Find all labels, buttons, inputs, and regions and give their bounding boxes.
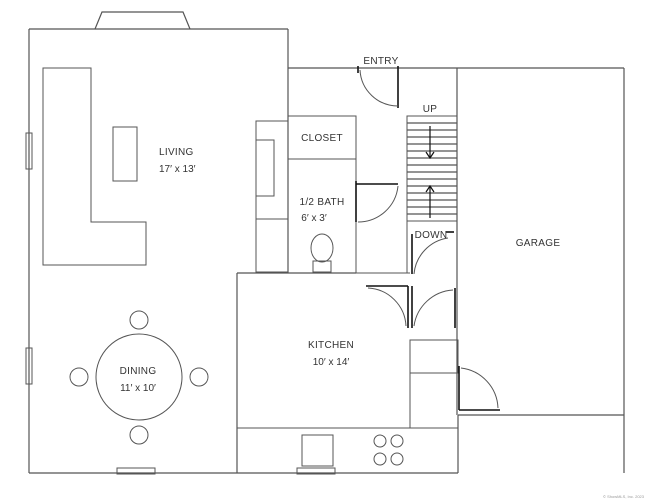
wall-cabinet [255, 120, 289, 273]
sectional-sofa [42, 67, 147, 266]
closet [287, 115, 357, 160]
dining-label: DINING [120, 366, 157, 377]
kitchen-walls [236, 272, 459, 473]
fireplace [94, 11, 191, 30]
living-label: LIVING [159, 147, 194, 158]
stairs-up-label: UP [423, 104, 438, 115]
staircase [406, 115, 458, 273]
stairs-down-label: DOWN [415, 230, 448, 241]
toilet-icon [310, 233, 334, 263]
sink-icon [301, 434, 334, 467]
outer-walls [28, 28, 625, 474]
half-bath-label: 1/2 BATH [299, 197, 344, 208]
dining-table [69, 310, 209, 445]
windows [25, 132, 336, 475]
entry-label: ENTRY [363, 56, 398, 67]
closet-label: CLOSET [301, 133, 343, 144]
doors [355, 66, 500, 411]
dining-dims: 11′ x 10′ [120, 383, 156, 394]
stove-icon [373, 434, 404, 466]
garage-label: GARAGE [516, 238, 561, 249]
half-bath-dims: 6′ x 3′ [301, 213, 327, 224]
kitchen-label: KITCHEN [308, 340, 354, 351]
copyright-text: © ShowMLS, Inc. 2023 [603, 494, 645, 499]
kitchen-dims: 10′ x 14′ [313, 357, 350, 368]
coffee-table [112, 126, 138, 182]
living-dims: 17′ x 13′ [159, 164, 196, 175]
